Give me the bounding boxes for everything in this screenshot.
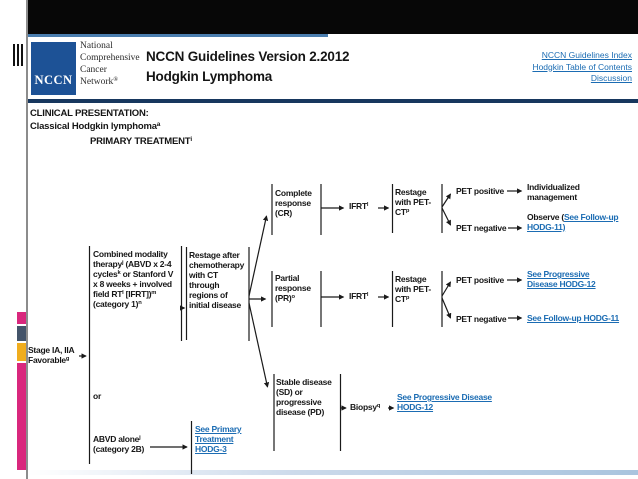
bottom-gradient-strip [28,470,638,475]
node-ifrt-pr: IFRTl [349,291,369,301]
nav-table-of-contents-link[interactable]: Hodgkin Table of Contents [532,61,632,72]
primary-treatment-heading: PRIMARY TREATMENTi [90,136,192,147]
node-pet-positive-cr: PET positive [456,186,505,196]
node-pet-positive-pr: PET positive [456,275,505,285]
node-restage-pet-ct-pr: Restage with PET-CTp [395,274,431,304]
node-pet-negative-pr: PET negative [456,314,507,324]
node-individualized-management: Individualized management [527,182,580,202]
disease-title: Hodgkin Lymphoma [146,69,273,84]
nav-guidelines-index-link[interactable]: NCCN Guidelines Index [541,50,632,60]
link-see-followup-hodg-11-cr[interactable]: See Follow-up HODG-11) [527,212,619,232]
link-see-progressive-disease-hodg-12-sd[interactable]: See Progressive Disease HODG-12 [397,392,492,412]
node-abvd-alone: ABVD alonej(category 2B) [93,434,145,454]
nccn-logo-text: NCCN [34,73,73,87]
node-complete-response: Complete response (CR) [275,188,312,218]
observe-prefix: Observe ( [527,212,564,222]
top-black-bar [28,0,638,34]
barcode-icon [13,44,24,66]
node-combined-modality-therapy: Combined modality therapyj (ABVD x 2-4 c… [93,249,174,309]
node-observe: Observe (See Follow-up HODG-11) [527,212,638,232]
node-or-label: or [93,391,101,401]
clinical-presentation-heading: CLINICAL PRESENTATION: [30,108,149,119]
header-divider [28,99,638,103]
link-see-primary-treatment-hodg-3[interactable]: See Primary Treatment HODG-3 [195,424,242,454]
link-see-progressive-disease-hodg-12-pr[interactable]: See Progressive Disease HODG-12 [527,269,596,289]
nccn-logo: NCCN [31,42,76,95]
link-see-followup-hodg-11-pr[interactable]: See Follow-up HODG-11 [527,313,620,323]
accent-bar-pink-top [17,312,26,324]
left-divider-line [26,0,28,479]
node-stable-progressive-disease: Stable disease (SD) or progressive disea… [276,377,332,417]
accent-bar-yellow [17,343,26,361]
nav-discussion-link[interactable]: Discussion [590,73,632,83]
node-pet-negative-cr: PET negative [456,223,507,233]
guidelines-title: NCCN Guidelines Version 2.2012 [146,49,350,64]
page-top-edge [28,34,328,37]
node-biopsy: Biopsyq [350,402,381,412]
node-restage-pet-ct-cr: Restage with PET-CTp [395,187,431,217]
accent-bar-slate [17,326,26,341]
node-restage-after-chemotherapy: Restage after chemotherapy with CT throu… [189,250,245,310]
header-nav: NCCN Guidelines Index Hodgkin Table of C… [532,50,632,85]
classical-hodgkin-label: Classical Hodgkin lymphomaa [30,121,161,132]
node-partial-response: Partial response (PR)o [275,273,311,303]
accent-bar-pink-bottom [17,363,26,470]
node-ifrt-cr: IFRTl [349,201,369,211]
